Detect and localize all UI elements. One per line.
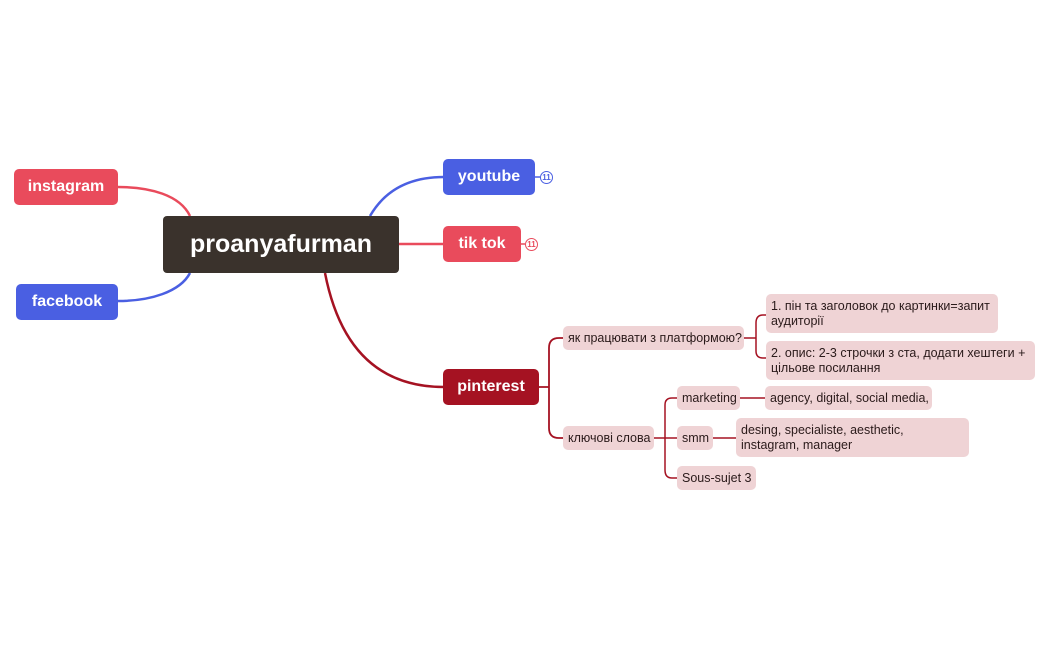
- keyword-marketing-detail[interactable]: agency, digital, social media,: [765, 386, 932, 410]
- keyword-smm-detail[interactable]: desing, specialiste, aesthetic, instagra…: [736, 418, 969, 457]
- keyword-marketing[interactable]: marketing: [677, 386, 740, 410]
- keyword-smm-detail-label: desing, specialiste, aesthetic, instagra…: [741, 422, 904, 452]
- link-instagram: [117, 185, 192, 217]
- link-keywords-branch: [654, 397, 677, 479]
- subtopic-how-to-work-label: як працювати з платформою?: [568, 331, 743, 345]
- central-topic[interactable]: proanyafurman: [163, 216, 399, 273]
- keyword-sous-sujet-3-label: Sous-sujet 3: [682, 471, 752, 485]
- howto-item-2-label: 2. опис: 2-3 строчки з ста, додати хеште…: [771, 345, 1026, 375]
- keyword-marketing-detail-label: agency, digital, social media,: [770, 391, 929, 405]
- youtube-collapsed-badge[interactable]: 11: [540, 171, 553, 184]
- subtopic-how-to-work[interactable]: як працювати з платформою?: [563, 326, 744, 350]
- subtopic-keywords[interactable]: ключові слова: [563, 426, 654, 450]
- howto-item-1-label: 1. пін та заголовок до картинки=запит ау…: [771, 298, 990, 328]
- topic-instagram-label: instagram: [27, 178, 105, 195]
- howto-item-2[interactable]: 2. опис: 2-3 строчки з ста, додати хеште…: [766, 341, 1035, 380]
- topic-youtube-label: youtube: [457, 168, 521, 185]
- topic-instagram[interactable]: instagram: [14, 169, 118, 205]
- link-pinterest-branch: [539, 337, 563, 439]
- subtopic-keywords-label: ключові слова: [568, 431, 651, 445]
- link-youtube: [368, 175, 445, 217]
- tiktok-collapsed-badge[interactable]: 11: [525, 238, 538, 251]
- howto-item-1[interactable]: 1. пін та заголовок до картинки=запит ау…: [766, 294, 998, 333]
- keyword-sous-sujet-3[interactable]: Sous-sujet 3: [677, 466, 756, 490]
- topic-pinterest-label: pinterest: [457, 378, 525, 395]
- topic-facebook-label: facebook: [31, 293, 103, 310]
- link-howto-items: [744, 314, 766, 359]
- link-pinterest: [323, 272, 445, 389]
- link-facebook: [117, 272, 192, 303]
- keyword-smm[interactable]: smm: [677, 426, 713, 450]
- central-topic-label: proanyafurman: [190, 230, 372, 258]
- keyword-smm-label: smm: [682, 431, 710, 445]
- topic-youtube[interactable]: youtube: [443, 159, 535, 195]
- keyword-marketing-label: marketing: [682, 391, 737, 405]
- topic-facebook[interactable]: facebook: [16, 284, 118, 320]
- topic-tiktok-label: tik tok: [458, 235, 506, 252]
- topic-tiktok[interactable]: tik tok: [443, 226, 521, 262]
- topic-pinterest[interactable]: pinterest: [443, 369, 539, 405]
